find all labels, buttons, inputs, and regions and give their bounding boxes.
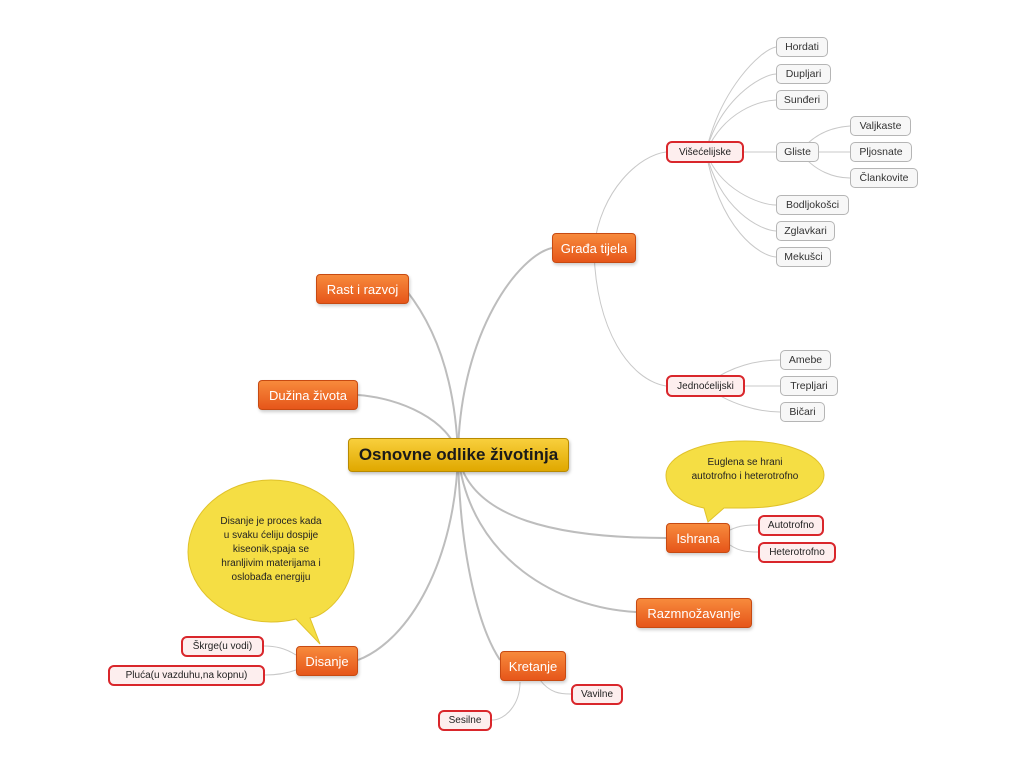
subtopic-skrge[interactable]: Škrge(u vodi) <box>181 636 264 657</box>
leaf-sunderi[interactable]: Sunđeri <box>776 90 828 110</box>
disanje-note-line: oslobađa energiju <box>231 572 311 583</box>
disanje-note-line: hranljivim materijama i <box>221 558 321 569</box>
leaf-pljosnate[interactable]: Pljosnate <box>850 142 912 162</box>
subtopic-visecelijske[interactable]: Višećelijske <box>666 141 744 163</box>
topic-grada-tijela[interactable]: Građa tijela <box>552 233 636 263</box>
leaf-bicari[interactable]: Bičari <box>780 402 825 422</box>
ishrana-note-line: Euglena se hrani <box>707 457 783 468</box>
leaf-dupljari[interactable]: Dupljari <box>776 64 831 84</box>
topic-rast-i-razvoj[interactable]: Rast i razvoj <box>316 274 409 304</box>
disanje-note-callout: Disanje je proces kada u svaku ćeliju do… <box>186 478 356 646</box>
subtopic-jednocelijski[interactable]: Jednoćelijski <box>666 375 745 397</box>
disanje-note-line: kiseonik,spaja se <box>232 544 310 555</box>
topic-razmnozavanje[interactable]: Razmnožavanje <box>636 598 752 628</box>
topic-kretanje[interactable]: Kretanje <box>500 651 566 681</box>
subtopic-heterotrofno[interactable]: Heterotrofno <box>758 542 836 563</box>
topic-duzina-zivota[interactable]: Dužina života <box>258 380 358 410</box>
speech-bubble-icon <box>187 479 355 645</box>
central-topic[interactable]: Osnovne odlike životinja <box>348 438 569 472</box>
ishrana-note-callout: Euglena se hrani autotrofno i heterotrof… <box>664 438 826 523</box>
disanje-note-text: Disanje je proces kada u svaku ćeliju do… <box>186 515 356 585</box>
subtopic-vavilne[interactable]: Vavilne <box>571 684 623 705</box>
leaf-valjkaste[interactable]: Valjkaste <box>850 116 911 136</box>
subtopic-autotrofno[interactable]: Autotrofno <box>758 515 824 536</box>
leaf-bodljokosci[interactable]: Bodljokošci <box>776 195 849 215</box>
subtopic-sesilne[interactable]: Sesilne <box>438 710 492 731</box>
topic-ishrana[interactable]: Ishrana <box>666 523 730 553</box>
leaf-zglavkari[interactable]: Zglavkari <box>776 221 835 241</box>
speech-bubble-icon <box>665 440 825 523</box>
leaf-mekusci[interactable]: Mekušci <box>776 247 831 267</box>
leaf-clankovite[interactable]: Člankovite <box>850 168 918 188</box>
subtopic-pluca[interactable]: Pluća(u vazduhu,na kopnu) <box>108 665 265 686</box>
disanje-note-line: Disanje je proces kada <box>220 516 322 527</box>
leaf-gliste[interactable]: Gliste <box>776 142 819 162</box>
topic-disanje[interactable]: Disanje <box>296 646 358 676</box>
ishrana-note-text: Euglena se hrani autotrofno i heterotrof… <box>664 456 826 484</box>
leaf-trepljari[interactable]: Trepljari <box>780 376 838 396</box>
leaf-hordati[interactable]: Hordati <box>776 37 828 57</box>
leaf-amebe[interactable]: Amebe <box>780 350 831 370</box>
disanje-note-line: u svaku ćeliju dospije <box>223 530 319 541</box>
ishrana-note-line: autotrofno i heterotrofno <box>691 471 799 482</box>
